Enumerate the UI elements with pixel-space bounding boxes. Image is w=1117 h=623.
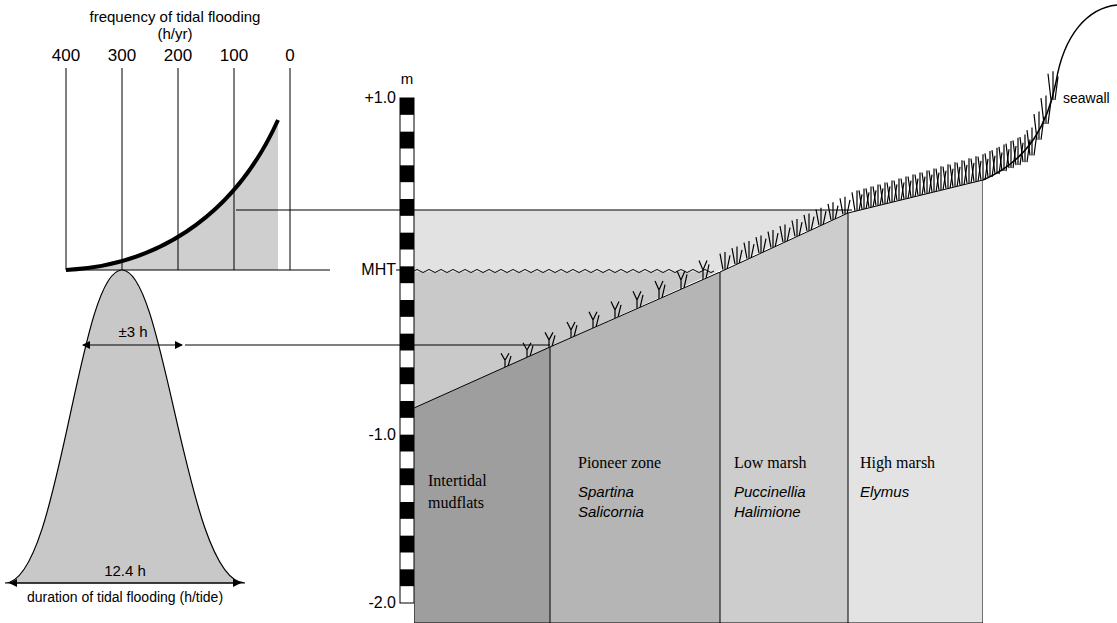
- scale-segment: [400, 502, 414, 519]
- scale-segment: [400, 367, 414, 384]
- plant: [1041, 95, 1051, 124]
- plant: [720, 252, 730, 270]
- plant: [756, 236, 766, 254]
- plant: [816, 208, 826, 226]
- scale-segment: [400, 334, 414, 351]
- mht-wave: [414, 270, 714, 273]
- frequency-grid: [66, 68, 330, 270]
- species-name: Spartina Salicornia: [578, 482, 670, 523]
- scale-segment: [400, 569, 414, 586]
- tick: [396, 270, 400, 271]
- band-outline: [720, 213, 848, 623]
- species-name: Elymus: [860, 482, 970, 502]
- frequency-fill: [66, 120, 278, 270]
- unit-label: m: [395, 70, 419, 87]
- zone-band: Pioneer zoneSpartina Salicornia: [550, 272, 720, 623]
- base-arrow: [10, 582, 240, 583]
- plant: [804, 213, 814, 231]
- plant: [655, 281, 665, 299]
- species-name: Puccinellia Halimione: [734, 482, 834, 523]
- scale-segment: [400, 536, 414, 553]
- zone-name: Intertidal mudflats: [428, 470, 540, 513]
- part-name: seawall: [1063, 90, 1115, 106]
- band-outline: [848, 180, 983, 623]
- scale-segment: [400, 98, 414, 115]
- plant: [828, 202, 838, 220]
- zone-band: High marshElymus: [848, 180, 983, 623]
- band-shape: [720, 213, 848, 623]
- seawall-slope: [983, 5, 1117, 180]
- leader-line: [185, 345, 550, 346]
- scale-segments: [400, 98, 414, 586]
- band-outline: [550, 272, 720, 623]
- scale-number: +1.0: [346, 89, 396, 107]
- axis-title: frequency of tidal flooding (h/yr): [75, 8, 275, 43]
- scale-segment: [400, 266, 414, 283]
- level-label: MHT: [336, 261, 396, 279]
- duration-label: ±3 h: [103, 323, 163, 340]
- axis-number: 0: [270, 46, 310, 66]
- scale-segment: [400, 132, 414, 149]
- plant: [792, 219, 802, 237]
- band-shape: [550, 272, 720, 623]
- zone-name: Low marsh: [734, 452, 842, 474]
- axis-number: 200: [158, 46, 198, 66]
- plant: [840, 197, 850, 215]
- plant: [780, 224, 790, 242]
- axis-title: duration of tidal flooding (h/tide): [5, 589, 245, 605]
- plant: [633, 291, 643, 308]
- frequency-curve: [66, 120, 278, 270]
- axis-number: 100: [214, 46, 254, 66]
- width-arrow: [83, 344, 182, 345]
- zone-band: Low marshPuccinellia Halimione: [720, 213, 848, 623]
- scale-segment: [400, 300, 414, 317]
- axis-number: 300: [102, 46, 142, 66]
- leader-line: [236, 210, 852, 211]
- band-shape: [848, 180, 983, 623]
- plant: [744, 241, 754, 259]
- zone-band: Intertidal mudflats: [414, 347, 550, 623]
- duration-label: 12.4 h: [90, 562, 160, 579]
- scale-number: -1.0: [346, 426, 396, 444]
- scale-segment: [400, 165, 414, 182]
- zone-name: Pioneer zone: [578, 452, 708, 474]
- scale-number: -2.0: [346, 594, 396, 612]
- scale-segment: [400, 468, 414, 485]
- zone-name: High marsh: [860, 452, 975, 474]
- plant: [732, 247, 742, 265]
- band-outline: [414, 347, 550, 623]
- plant: [699, 261, 709, 280]
- axis-number: 400: [46, 46, 86, 66]
- scale-segment: [400, 401, 414, 418]
- scale-bar: [400, 98, 414, 603]
- scale-segment: [400, 199, 414, 216]
- plant: [768, 230, 778, 248]
- duration-bell: [5, 270, 245, 583]
- scale-segment: [400, 435, 414, 452]
- plant: [677, 271, 687, 289]
- scale-segment: [400, 233, 414, 250]
- plant: [1048, 71, 1058, 100]
